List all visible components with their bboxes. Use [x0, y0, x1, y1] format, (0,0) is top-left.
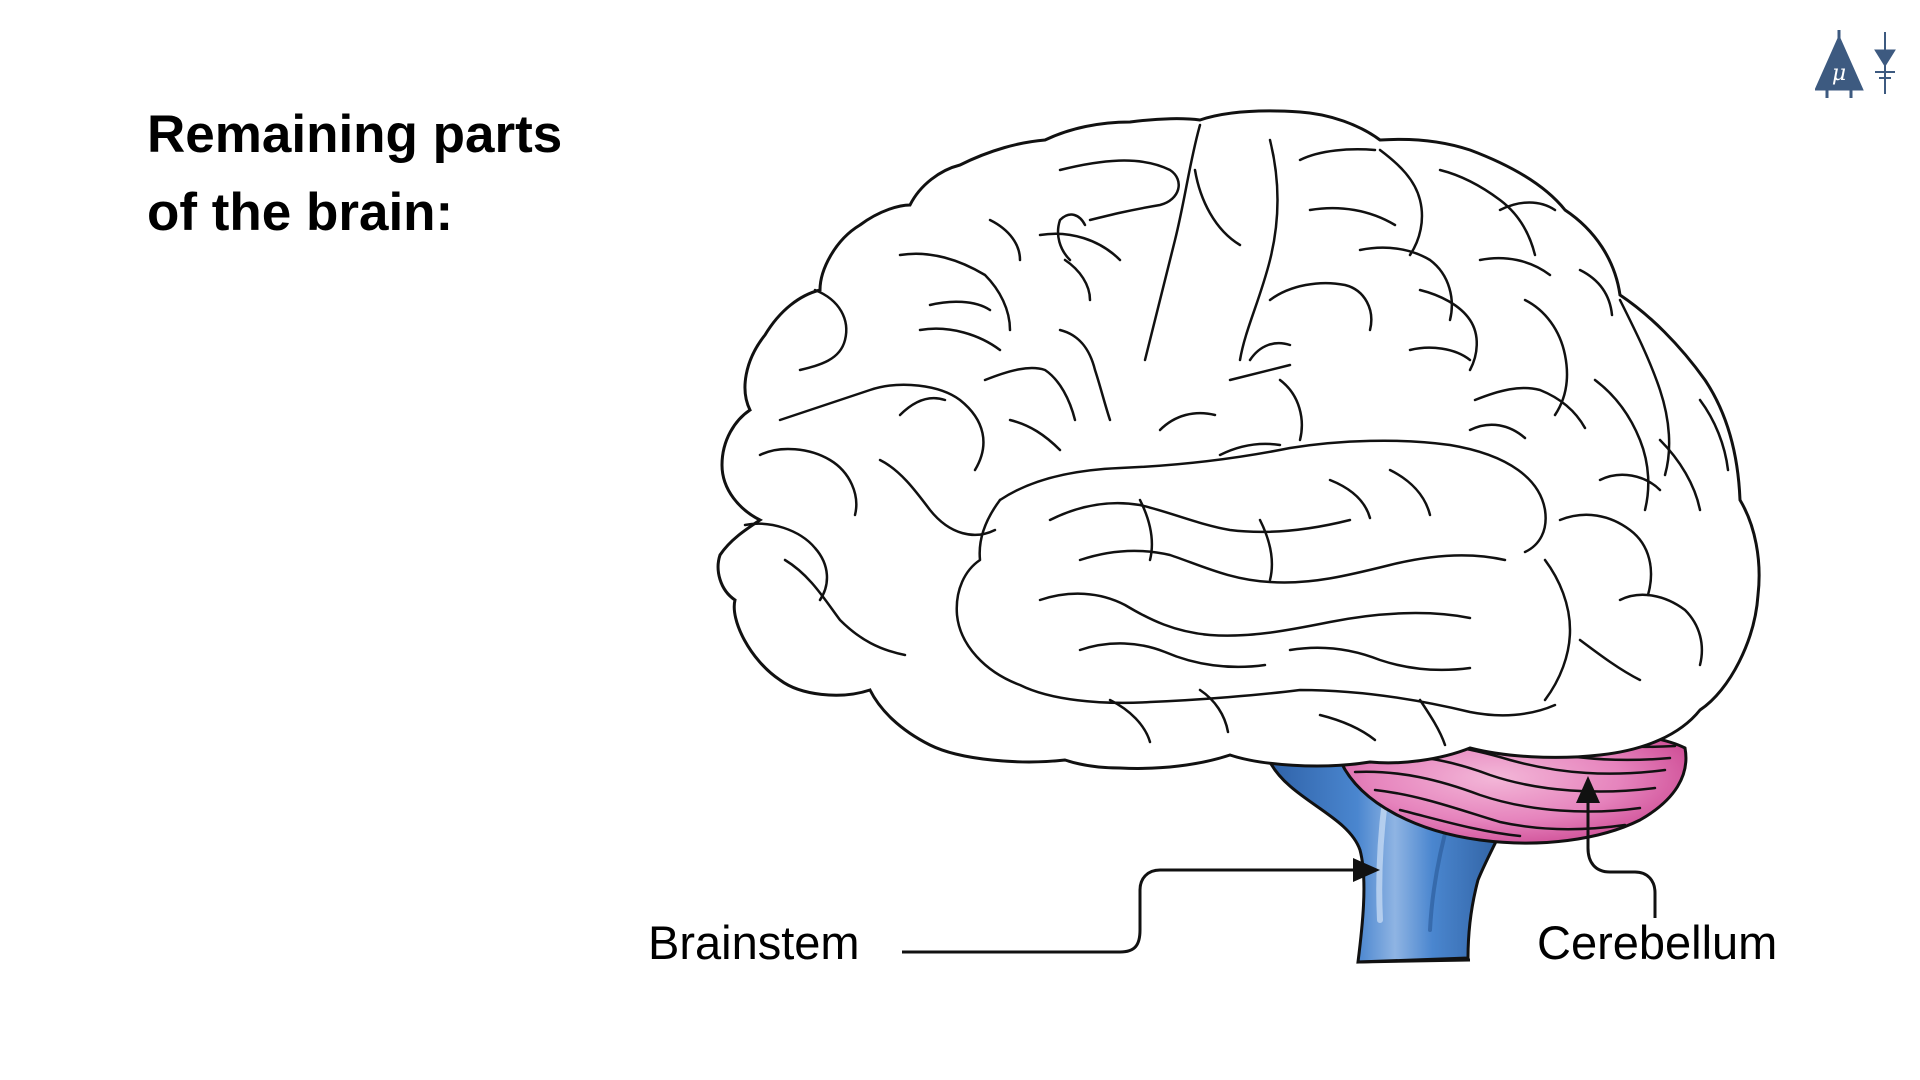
- cerebrum: [716, 109, 1761, 770]
- title-line-1: Remaining parts: [147, 105, 563, 164]
- logo-glyph: μ: [1832, 61, 1846, 86]
- title-line-2: of the brain:: [147, 183, 454, 242]
- brainstem-leader-line: [902, 858, 1380, 954]
- triangle-mu-logo-icon: μ: [1815, 30, 1896, 98]
- cerebellum-label: Cerebellum: [1537, 916, 1778, 969]
- page-title: Remaining parts of the brain:: [147, 96, 562, 252]
- brainstem-label: Brainstem: [648, 916, 860, 969]
- cerebellum-leader-line: [1576, 776, 1657, 918]
